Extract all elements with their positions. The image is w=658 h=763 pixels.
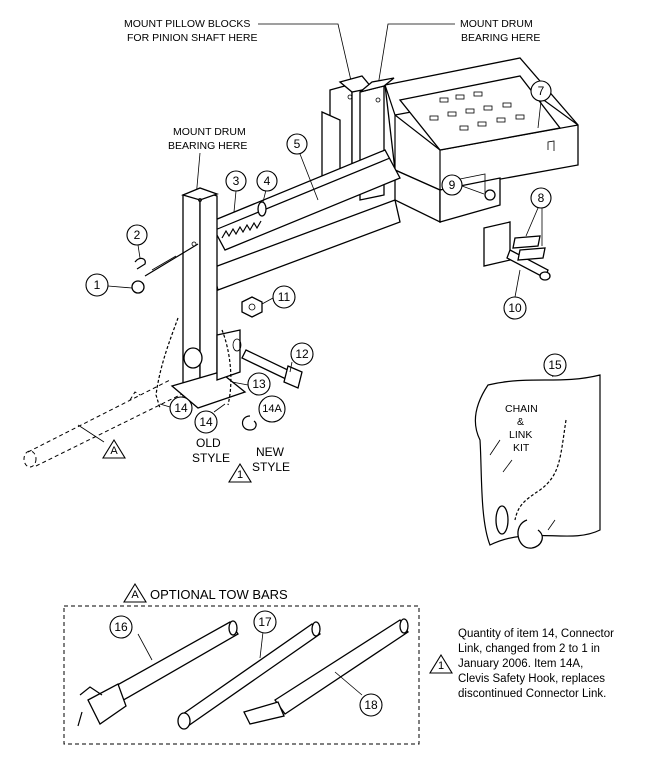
note-line: discontinued Connector Link. (458, 688, 606, 700)
callout-line: BEARING HERE (168, 140, 247, 152)
flag-number: 1 (237, 469, 243, 481)
tray-slots (429, 91, 525, 131)
item-number: 17 (258, 615, 272, 629)
tow-bars-box (63, 605, 420, 745)
item-number: 2 (134, 228, 141, 242)
callout-mount-drum-left: MOUNT DRUM BEARING HERE (168, 126, 247, 199)
item-number: 12 (295, 347, 309, 361)
item-number: 7 (538, 84, 545, 98)
clevis-hook (241, 415, 257, 431)
note-line: Clevis Safety Hook, replaces (458, 673, 605, 685)
style-labels: OLD STYLE NEW STYLE (192, 436, 290, 474)
item-number: 16 (114, 620, 128, 634)
tongue-tube (209, 149, 401, 291)
new-style-label: NEW (256, 445, 285, 459)
washer (257, 201, 267, 217)
tow-bar-16: 16 (77, 615, 239, 727)
tow-bar-dashed (23, 379, 183, 468)
item-number: 11 (278, 290, 291, 304)
right-hardware (454, 173, 551, 281)
safety-chains (155, 317, 232, 409)
kit-label-line: LINK (509, 429, 532, 441)
callout-line: MOUNT DRUM (173, 126, 246, 138)
flag-number: 1 (438, 660, 444, 672)
tow-bar-17: 17 (177, 610, 321, 730)
flag-a-tow: A (77, 424, 126, 459)
old-style-label: OLD (196, 436, 221, 450)
callout-line: FOR PINION SHAFT HERE (127, 32, 258, 44)
item-number: 15 (548, 358, 562, 372)
chain-link-kit: 15 CHAIN & LINK KIT (474, 353, 601, 549)
callout-line: MOUNT PILLOW BLOCKS (124, 18, 250, 30)
item-number: 1 (94, 278, 101, 292)
item-number: 10 (508, 301, 522, 315)
item-bubbles: 1 2 3 4 5 7 8 9 10 11 12 13 (85, 80, 552, 434)
hitch-pin (131, 243, 199, 294)
spring (221, 220, 262, 239)
callout-line: MOUNT DRUM (460, 18, 533, 30)
callout-mount-drum-top: MOUNT DRUM BEARING HERE (376, 18, 540, 93)
item-number: 14 (199, 415, 213, 429)
kit-label-line: KIT (513, 442, 530, 454)
flag-letter: A (110, 445, 118, 457)
new-style-label: STYLE (252, 460, 290, 474)
flag-letter: A (131, 589, 139, 601)
tow-bar-18: 18 (243, 618, 409, 725)
callout-line: BEARING HERE (461, 32, 540, 44)
item-number: 8 (538, 191, 545, 205)
old-style-label: STYLE (192, 451, 230, 465)
item-number: 4 (264, 174, 271, 188)
note-line: January 2006. Item 14A, (458, 658, 583, 670)
kit-label-line: CHAIN (505, 403, 538, 415)
revision-note: 1 Quantity of item 14, Connector Link, c… (429, 628, 614, 700)
note-line: Link, changed from 2 to 1 in (458, 643, 600, 655)
item-number: 9 (449, 178, 456, 192)
nut (241, 296, 263, 318)
kit-label-line: & (517, 416, 524, 428)
tow-bars-title: OPTIONAL TOW BARS (150, 587, 288, 602)
callout-mount-pillow-blocks: MOUNT PILLOW BLOCKS FOR PINION SHAFT HER… (124, 18, 353, 86)
item-number: 14A (262, 403, 282, 415)
item-number: 14 (174, 401, 188, 415)
note-line: Quantity of item 14, Connector (458, 628, 614, 640)
item-number: 18 (364, 698, 378, 712)
optional-tow-bars-section: A OPTIONAL TOW BARS 16 17 (63, 582, 420, 745)
flag-1-new-style: 1 (228, 462, 252, 483)
item-number: 5 (294, 137, 301, 151)
item-number: 3 (233, 174, 240, 188)
bolt (241, 349, 303, 389)
item-number: 13 (252, 377, 266, 391)
